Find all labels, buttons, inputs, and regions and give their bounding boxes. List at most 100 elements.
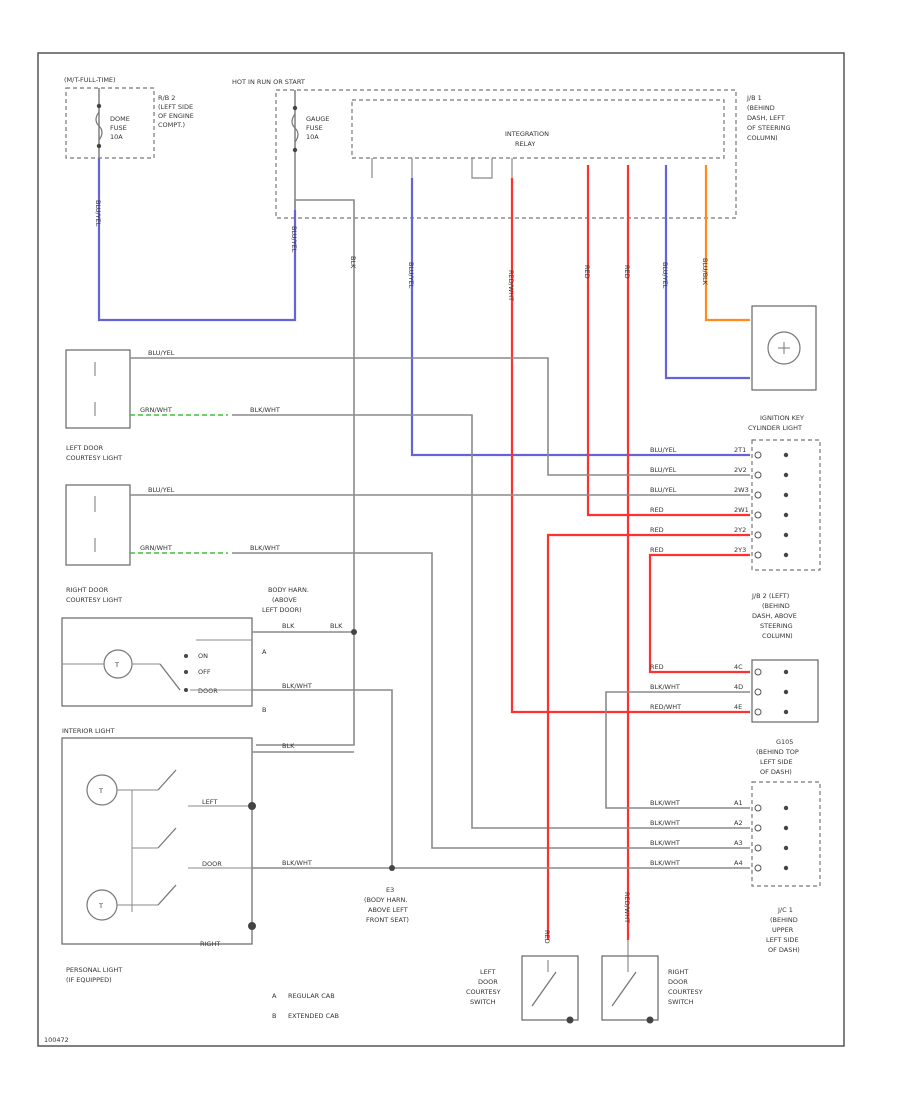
lbl-v-bluyel-1: BLU/YEL — [94, 200, 102, 227]
jb1-loc-1: J/B 1 — [746, 94, 762, 102]
ign-light-label-2: CYLINDER LIGHT — [748, 424, 802, 432]
ign-row-wire-label: RED — [650, 526, 664, 534]
wire-relay-red-1 — [586, 165, 750, 517]
jb1-loc-3: DASH, LEFT — [747, 114, 785, 122]
jc1-label-1: J/C 1 — [777, 906, 793, 914]
lbl-v-red-1: RED — [583, 265, 591, 279]
ign-row-pin-label: 2V2 — [734, 466, 747, 474]
jb1-loc-2: (BEHIND — [747, 104, 775, 112]
left-door-light-label-1: LEFT DOOR — [66, 444, 104, 452]
jb2-label-1: J/B 2 (LEFT) — [751, 592, 789, 600]
wire-ign-red-3 — [648, 553, 750, 674]
jb2-row-splice-dot — [783, 709, 789, 715]
lbl-rdl-bluyel: BLU/YEL — [148, 486, 175, 494]
g105-label-1: G105 — [776, 738, 793, 746]
left-door-switch: RED LEFT DOOR COURTESY SWITCH — [466, 930, 579, 1024]
jb2-label-2: (BEHIND — [762, 602, 790, 610]
ign-row-pin-label: 2Y3 — [734, 546, 746, 554]
svg-text:T: T — [98, 787, 103, 795]
wire-rdl-blkwht — [232, 552, 750, 849]
personal-light-1: PERSONAL LIGHT — [66, 966, 122, 974]
g105-row-wire-label: BLK/WHT — [650, 819, 680, 827]
legend-a-marker: A — [272, 992, 277, 1000]
ign-row-wire-label: BLU/YEL — [650, 446, 677, 454]
jb2-row-pin-label: 4E — [734, 703, 742, 711]
jc1-label-4: LEFT SIDE — [766, 936, 799, 944]
body-harn-label-2: (ABOVE — [272, 596, 297, 604]
jb2-row-pin — [754, 708, 762, 716]
jb2-row-wire-label: RED — [650, 663, 664, 671]
e3-label-2: (BODY HARN. — [364, 896, 407, 904]
personal-light-2: (IF EQUIPPED) — [66, 976, 112, 984]
g105-label-3: LEFT SIDE — [760, 758, 793, 766]
wire-jb2-blkwht — [605, 691, 750, 809]
hot-run-label: HOT IN RUN OR START — [232, 78, 305, 86]
lbl-switch-blk-2: BLK — [330, 622, 343, 630]
g105-row-pin-label: A4 — [734, 859, 743, 867]
g105-row-pin — [754, 824, 762, 832]
rb2-loc-3: OF ENGINE — [158, 112, 194, 120]
ign-row-pin-label: 2W1 — [734, 506, 749, 514]
rs-label-4: SWITCH — [668, 998, 694, 1006]
ign-light-label-1: IGNITION KEY — [760, 414, 804, 422]
ign-row-splice-dot — [783, 552, 789, 558]
right-door-switch: RED/WHT RIGHT DOOR COURTESY SWITCH — [601, 892, 703, 1024]
switch-off: OFF — [198, 668, 211, 676]
switch-door: DOOR — [198, 687, 218, 695]
diagram-frame — [37, 52, 845, 1047]
ign-row-pin-label: 2Y2 — [734, 526, 746, 534]
wire-relay-orange — [704, 165, 750, 322]
right-door-light-label-1: RIGHT DOOR — [66, 586, 109, 594]
jb1-loc-4: OF STEERING — [747, 124, 791, 132]
int-door: DOOR — [202, 860, 222, 868]
ign-row-pin — [754, 471, 762, 479]
wire-relay-blu-2 — [664, 165, 750, 380]
jb2-row-wire-label: BLK/WHT — [650, 683, 680, 691]
switch-on: ON — [198, 652, 208, 660]
wire-switch-blkwht — [252, 689, 393, 868]
gauge-fuse-1: GAUGE — [306, 115, 329, 123]
ign-row-wire-label: BLU/YEL — [650, 466, 677, 474]
lbl-rdl-blkwht: BLK/WHT — [250, 544, 280, 552]
left-door-light: LEFT DOOR COURTESY LIGHT — [65, 349, 131, 462]
rb2-loc-4: COMPT.) — [158, 121, 185, 129]
lbl-switch-blkwht: BLK/WHT — [282, 682, 312, 690]
lbl-ldl-bluyel: BLU/YEL — [148, 349, 175, 357]
lbl-switch-blk: BLK — [282, 622, 295, 630]
ign-row-splice-dot — [783, 492, 789, 498]
ls-label-4: SWITCH — [470, 998, 496, 1006]
interior-light: T T LEFT DOOR RIGHT — [61, 737, 256, 948]
e3-label-4: FRONT SEAT) — [366, 916, 409, 924]
ign-row-splice-dot — [783, 532, 789, 538]
wire-relay-redwht — [510, 178, 750, 714]
g105-row-splice-dot — [783, 805, 789, 811]
g105-row-pin — [754, 804, 762, 812]
lbl-v-blublk: BLU/BLK — [701, 258, 709, 286]
int-right: RIGHT — [200, 940, 220, 948]
ign-row-splice-dot — [783, 452, 789, 458]
gauge-fuse-2: FUSE — [306, 124, 323, 132]
lbl-v-redwht: RED/WHT — [507, 270, 515, 301]
e3-label-1: E3 — [386, 886, 394, 894]
e3-label-3: ABOVE LEFT — [368, 906, 408, 914]
figure-id: 100472 — [44, 1036, 69, 1044]
g105-row-pin-label: A1 — [734, 799, 743, 807]
g105-row-pin-label: A2 — [734, 819, 743, 827]
lbl-v-red-2: RED — [623, 265, 631, 279]
jb1-box: HOT IN RUN OR START GAUGE FUSE 10A INTEG… — [232, 78, 791, 219]
jc1-label-5: OF DASH) — [768, 946, 800, 954]
g105-row-pin — [754, 864, 762, 872]
jb2-row-pin — [754, 668, 762, 676]
lbl-rs-redwht: RED/WHT — [623, 892, 631, 923]
body-harn-label-3: LEFT DOOR) — [262, 606, 302, 614]
ign-row-pin — [754, 491, 762, 499]
ign-row-splice-dot — [783, 472, 789, 478]
ls-label-1: LEFT — [480, 968, 495, 976]
lbl-v-blk: BLK — [349, 256, 357, 269]
legend-a-text: REGULAR CAB — [288, 992, 335, 1000]
ign-row-pin-label: 2W3 — [734, 486, 749, 494]
